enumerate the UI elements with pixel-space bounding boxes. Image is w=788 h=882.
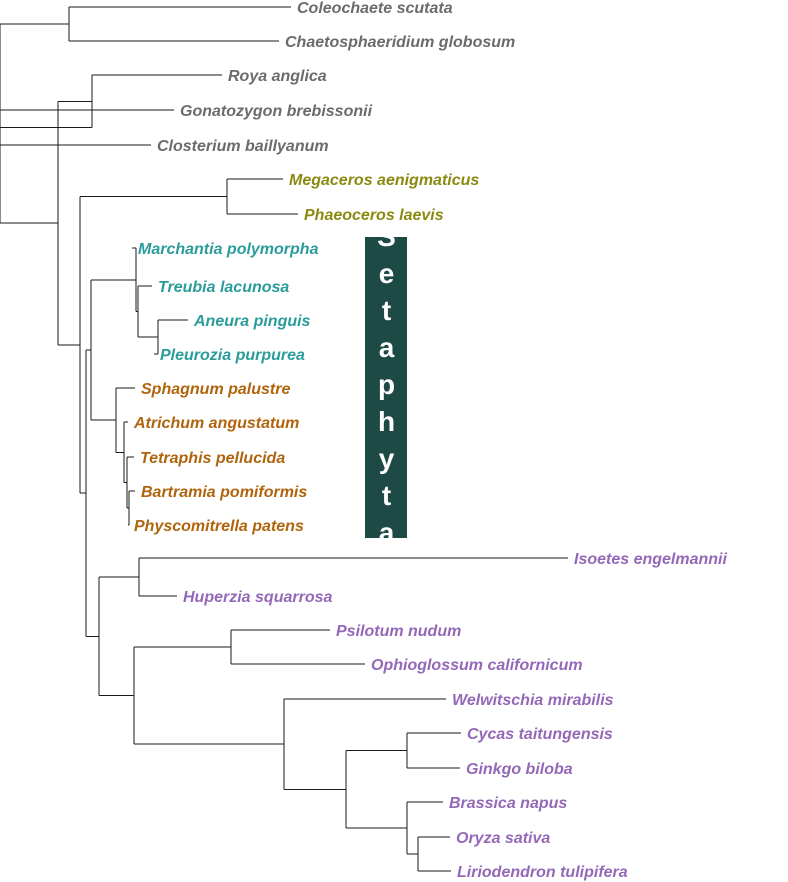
taxon-label-pleurozia: Pleurozia purpurea [160,347,305,364]
taxon-label-ginkgo: Ginkgo biloba [466,761,573,778]
taxon-label-psilotum: Psilotum nudum [336,623,461,640]
taxon-label-oryza: Oryza sativa [456,830,550,847]
taxon-label-megaceros: Megaceros aenigmaticus [289,172,479,189]
taxon-label-tetraphis: Tetraphis pellucida [140,450,285,467]
taxon-label-phaeoceros: Phaeoceros laevis [304,207,444,224]
taxon-label-physcomitrella: Physcomitrella patens [134,518,304,535]
taxon-label-cycas: Cycas taitungensis [467,726,613,743]
taxon-label-ophioglossum: Ophioglossum californicum [371,657,583,674]
taxon-label-bartramia: Bartramia pomiformis [141,484,307,501]
taxon-label-sphagnum: Sphagnum palustre [141,381,290,398]
tree-branches [0,6,568,872]
taxon-label-treubia: Treubia lacunosa [158,279,289,296]
taxon-label-coleochaete: Coleochaete scutata [297,0,453,17]
taxon-label-chaetosphaeridium: Chaetosphaeridium globosum [285,34,515,51]
taxon-label-closterium: Closterium baillyanum [157,138,329,155]
taxon-label-atrichum: Atrichum angustatum [133,415,299,432]
taxon-label-huperzia: Huperzia squarrosa [183,589,332,606]
taxon-label-aneura: Aneura pinguis [193,313,311,330]
taxon-label-liriodendron: Liriodendron tulipifera [457,864,628,881]
taxon-label-welwitschia: Welwitschia mirabilis [452,692,614,709]
setaphyta-clade-label: Setaphyta [371,221,402,554]
taxon-label-marchantia: Marchantia polymorpha [138,241,319,258]
taxon-label-brassica: Brassica napus [449,795,567,812]
taxon-label-roya: Roya anglica [228,68,327,85]
taxon-label-gonatozygon: Gonatozygon brebissonii [180,103,373,120]
setaphyta-clade-box [365,237,407,538]
taxon-label-isoetes: Isoetes engelmannii [574,551,727,568]
